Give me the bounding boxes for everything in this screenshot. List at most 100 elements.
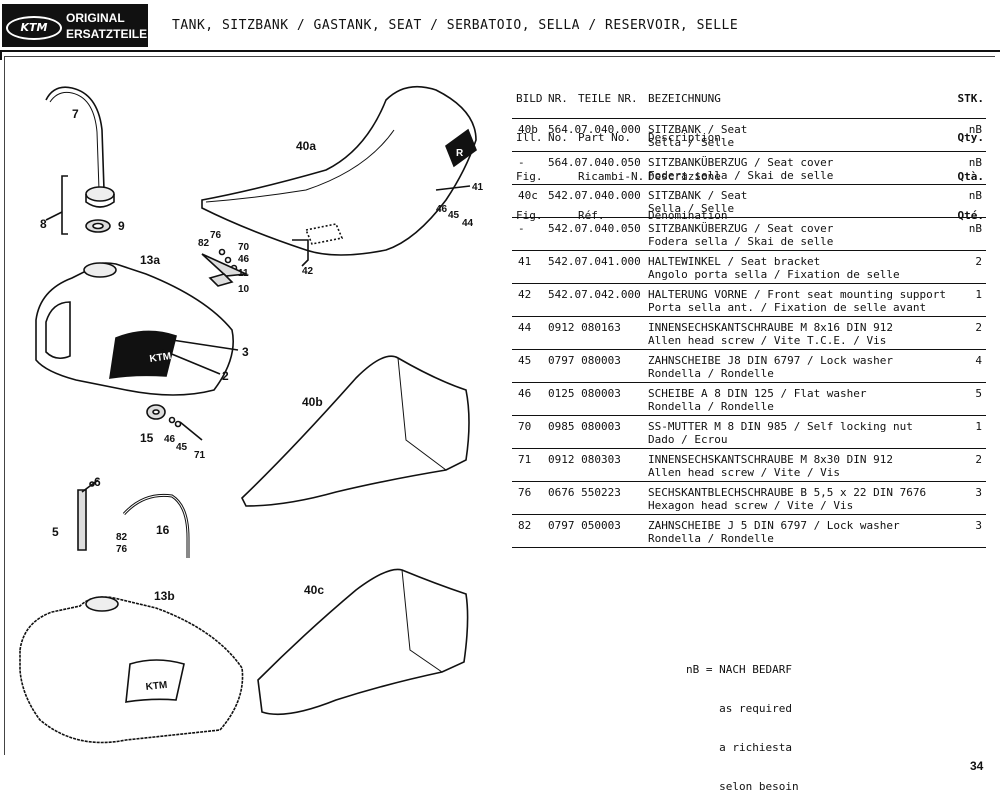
callout-40c: 40c <box>304 583 324 597</box>
cell-bild: 71 <box>518 453 532 466</box>
description-de: SITZBANK / Seat <box>648 189 748 202</box>
description-de: SECHSKANTBLECHSCHRAUBE B 5,5 x 22 DIN 76… <box>648 486 927 499</box>
cell-description: SS-MUTTER M 8 DIN 985 / Self locking nut… <box>648 420 913 446</box>
cell-part-number: 542.07.040.050 <box>548 222 641 235</box>
description-it: Allen head screw / Vite T.C.E. / Vis <box>648 334 887 347</box>
callout-42: 42 <box>302 266 314 277</box>
callout-8: 8 <box>40 217 47 231</box>
cell-qty: nB <box>968 222 982 235</box>
table-row: - 542.07.040.050 SITZBANKÜBERZUG / Seat co… <box>512 218 986 251</box>
cell-qty: 2 <box>975 453 982 466</box>
tank-13b-logo: KTM <box>145 680 168 693</box>
cell-bild: 45 <box>518 354 532 367</box>
description-it: Allen head screw / Vite / Vis <box>648 466 841 479</box>
page-number: 34 <box>970 759 984 773</box>
callout-45-a: 45 <box>176 442 188 453</box>
callout-46-b: 46 <box>436 204 448 215</box>
cell-part-number: 564.07.040.050 <box>548 156 641 169</box>
callout-76-b: 76 <box>210 230 222 241</box>
description-it: Dado / Ecrou <box>648 433 728 446</box>
cell-part-number: 0912 080163 <box>548 321 621 334</box>
cell-part-number: 0912 080303 <box>548 453 621 466</box>
cell-bild: - <box>518 222 525 235</box>
callout-45-b: 45 <box>448 210 460 221</box>
description-it: Sella / Selle <box>648 136 735 149</box>
table-row: 71 0912 080303 INNENSECHSKANTSCHRAUBE M 8x… <box>512 449 986 482</box>
cell-qty: 4 <box>975 354 982 367</box>
callout-71: 71 <box>194 450 206 461</box>
callout-3: 3 <box>242 345 249 359</box>
description-de: ZAHNSCHEIBE J 5 DIN 6797 / Lock washer <box>648 519 900 532</box>
cell-part-number: 542.07.041.000 <box>548 255 641 268</box>
cell-bild: 40b <box>518 123 538 136</box>
description-de: INNENSECHSKANTSCHRAUBE M 8x16 DIN 912 <box>648 321 894 334</box>
cell-qty: 3 <box>975 486 982 499</box>
cell-bild: 42 <box>518 288 532 301</box>
content-frame <box>4 56 995 755</box>
cell-bild: 70 <box>518 420 532 433</box>
cell-description: HALTERUNG VORNE / Front seat mounting su… <box>648 288 946 314</box>
description-it: Rondella / Rondelle <box>648 400 774 413</box>
seat-40c <box>257 568 469 716</box>
diagram-canvas: KTM R KTM 7 8 9 13a 3 2 15 46 45 71 6 5 … <box>19 85 484 744</box>
callout-11: 11 <box>238 268 249 279</box>
callout-40a: 40a <box>296 139 316 153</box>
description-de: HALTERUNG VORNE / Front seat mounting su… <box>648 288 947 301</box>
exploded-parts-diagram: KTM R KTM 7 8 9 13a 3 2 15 46 45 71 6 5 … <box>6 60 506 760</box>
cell-description: SECHSKANTBLECHSCHRAUBE B 5,5 x 22 DIN 76… <box>648 486 926 512</box>
fuel-cap <box>85 186 115 202</box>
cell-qty: 2 <box>975 321 982 334</box>
cell-bild: 82 <box>518 519 532 532</box>
description-de: ZAHNSCHEIBE J8 DIN 6797 / Lock washer <box>648 354 894 367</box>
callout-5: 5 <box>52 525 59 539</box>
callout-9: 9 <box>118 219 125 233</box>
margin-rule <box>0 50 2 60</box>
parts-table: BILD Ill. Fig. Fig. NR. No. TEILE NR. Pa… <box>512 64 986 548</box>
description-it: Fodera sella / Skai de selle <box>648 169 834 182</box>
cell-qty: 2 <box>975 255 982 268</box>
header-teile: TEILE NR. Part No. Ricambi-N. Réf. <box>578 92 645 222</box>
description-de: SCHEIBE A 8 DIN 125 / Flat washer <box>648 387 867 400</box>
cell-part-number: 0797 080003 <box>548 354 621 367</box>
description-de: SITZBANKÜBERZUG / Seat cover <box>648 222 834 235</box>
cell-bild: 40c <box>518 189 538 202</box>
table-row: 42 542.07.042.000 HALTERUNG VORNE / Front … <box>512 284 986 317</box>
callout-7: 7 <box>72 107 79 121</box>
description-de: HALTEWINKEL / Seat bracket <box>648 255 821 268</box>
callout-41: 41 <box>472 182 484 193</box>
description-it: Angolo porta sella / Fixation de selle <box>648 268 900 281</box>
tank-13a-logo: KTM <box>149 351 172 365</box>
callout-70: 70 <box>238 242 250 253</box>
hose-7 <box>45 86 105 191</box>
description-it: Porta sella ant. / Fixation de selle ava… <box>648 301 927 314</box>
description-it: Rondella / Rondelle <box>648 532 774 545</box>
callout-13a: 13a <box>140 253 160 267</box>
cell-part-number: 542.07.042.000 <box>548 288 641 301</box>
callout-15: 15 <box>140 431 154 445</box>
callout-44: 44 <box>462 218 474 229</box>
ktm-logo: KTM ORIGINAL ERSATZTEILE <box>2 4 148 47</box>
cell-bild: 44 <box>518 321 532 334</box>
header-stk: STK. Qty. Qtà. Qté. <box>957 92 985 222</box>
description-de: INNENSECHSKANTSCHRAUBE M 8x30 DIN 912 <box>648 453 894 466</box>
callout-82-b: 82 <box>198 238 210 249</box>
seat-40b <box>241 355 470 507</box>
fuel-tap <box>77 489 87 551</box>
